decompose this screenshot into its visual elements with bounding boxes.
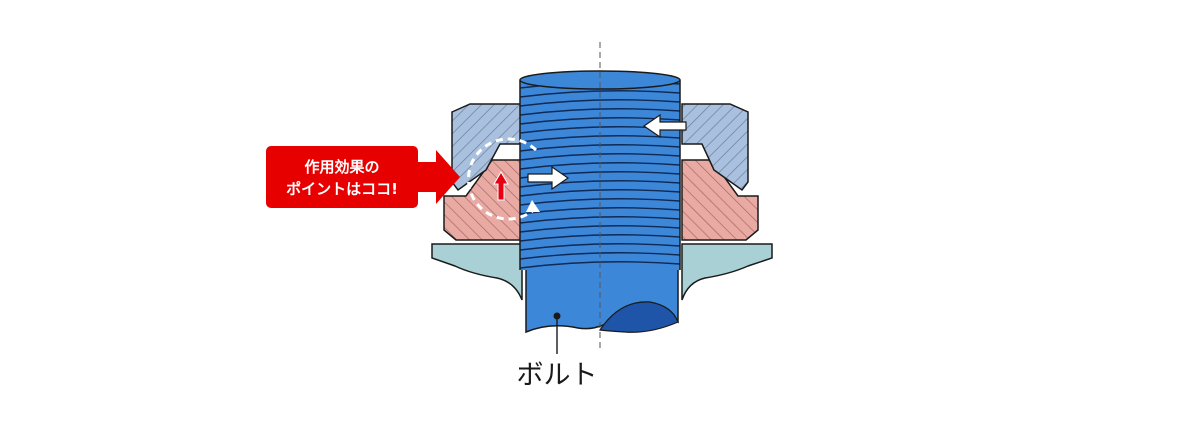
washer-left [431, 243, 523, 301]
callout-line-2: ポイントはココ! [286, 180, 398, 198]
callout-line-1: 作用効果の [304, 158, 379, 176]
thread-line [519, 99, 681, 107]
callout-box [266, 146, 418, 208]
thread-line [519, 90, 681, 98]
upper-nut-right [681, 103, 749, 192]
bolt-thread [519, 70, 681, 270]
thread-line [519, 198, 681, 206]
white-arrow-icon [527, 165, 570, 191]
callout-pointer-icon [416, 150, 460, 204]
thread-line [519, 108, 681, 116]
bolt-cut-face [598, 301, 679, 333]
washer-right [681, 243, 773, 301]
white-arrow-left-icon [642, 113, 687, 139]
thread-line [519, 180, 681, 188]
callout: 作用効果の ポイントはココ! [266, 146, 460, 208]
bolt-leader-dot [553, 312, 561, 320]
bolt-label: ボルト [517, 360, 598, 391]
thread-line [519, 189, 681, 197]
rotation-dashed-circle-icon [466, 137, 540, 221]
bolt-label-group: ボルト [517, 312, 598, 391]
thread-line [519, 117, 681, 125]
red-up-arrow-icon [493, 171, 509, 201]
